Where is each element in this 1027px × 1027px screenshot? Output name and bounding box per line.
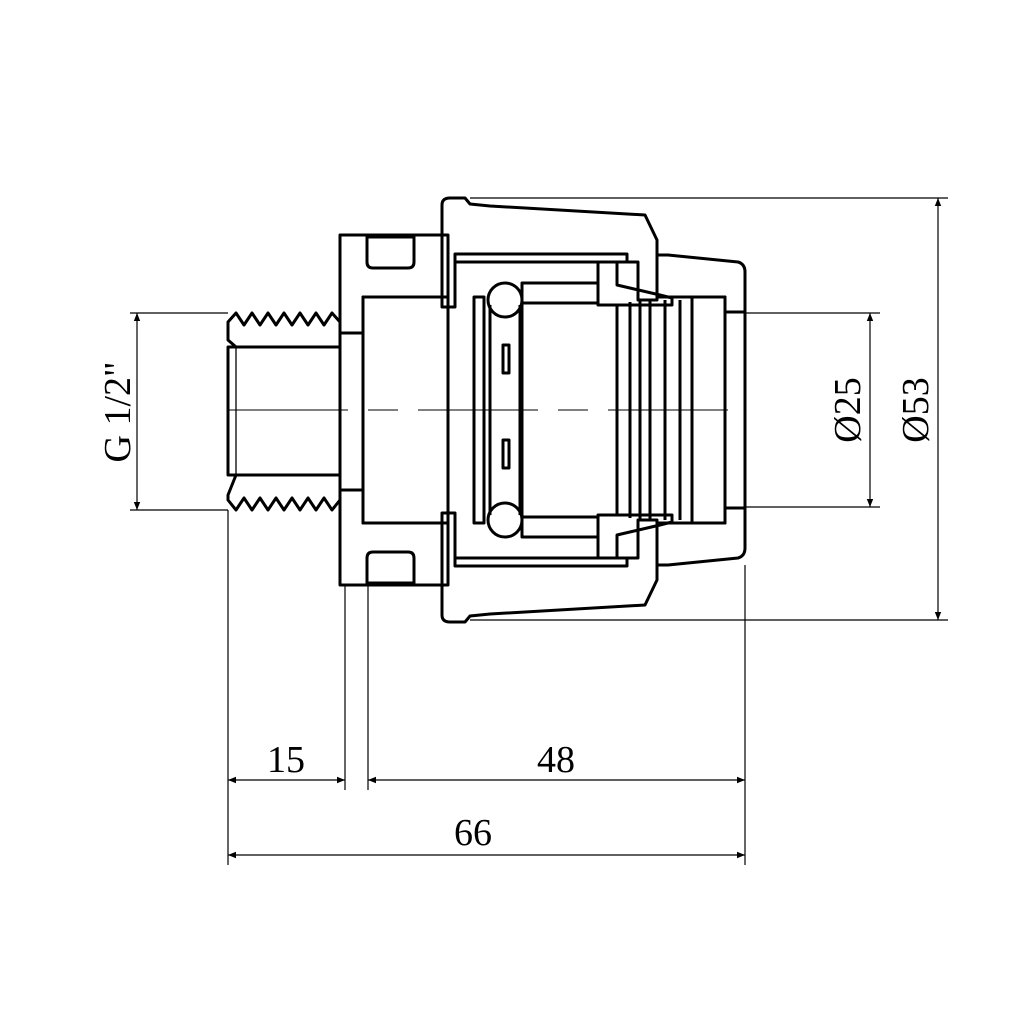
total-length-label: 66 — [454, 812, 492, 854]
union-nut — [440, 196, 659, 624]
body-length-label: 48 — [537, 739, 575, 781]
thread-size-label: G 1/2" — [97, 361, 139, 462]
outer-diameter-label: Ø53 — [895, 377, 937, 442]
thread-length-label: 15 — [267, 739, 305, 781]
dimension-lines — [130, 197, 948, 865]
pipe-diameter-label: Ø25 — [827, 377, 869, 442]
threaded-nipple — [226, 311, 342, 512]
